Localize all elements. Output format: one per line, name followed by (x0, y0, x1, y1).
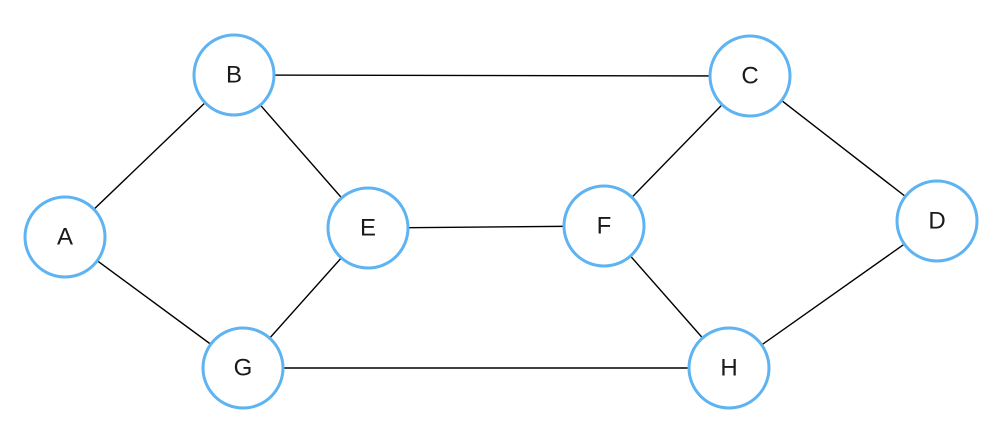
node-G[interactable]: G (201, 326, 285, 410)
node-circle-B[interactable] (192, 33, 276, 117)
node-D[interactable]: D (895, 179, 979, 263)
edge-B-C (233, 74, 751, 77)
node-circle-A[interactable] (23, 195, 107, 279)
node-circle-E[interactable] (326, 186, 410, 270)
node-E[interactable]: E (326, 186, 410, 270)
node-circle-C[interactable] (708, 34, 792, 118)
node-F[interactable]: F (562, 184, 646, 268)
node-circle-G[interactable] (201, 326, 285, 410)
node-circle-F[interactable] (562, 184, 646, 268)
node-C[interactable]: C (708, 34, 792, 118)
node-circle-H[interactable] (687, 326, 771, 410)
node-B[interactable]: B (192, 33, 276, 117)
nodes-layer: A B C D E F G H (23, 33, 979, 410)
edges-layer (64, 74, 938, 369)
node-circle-D[interactable] (895, 179, 979, 263)
node-H[interactable]: H (687, 326, 771, 410)
edge-D-H (728, 220, 938, 369)
node-A[interactable]: A (23, 195, 107, 279)
